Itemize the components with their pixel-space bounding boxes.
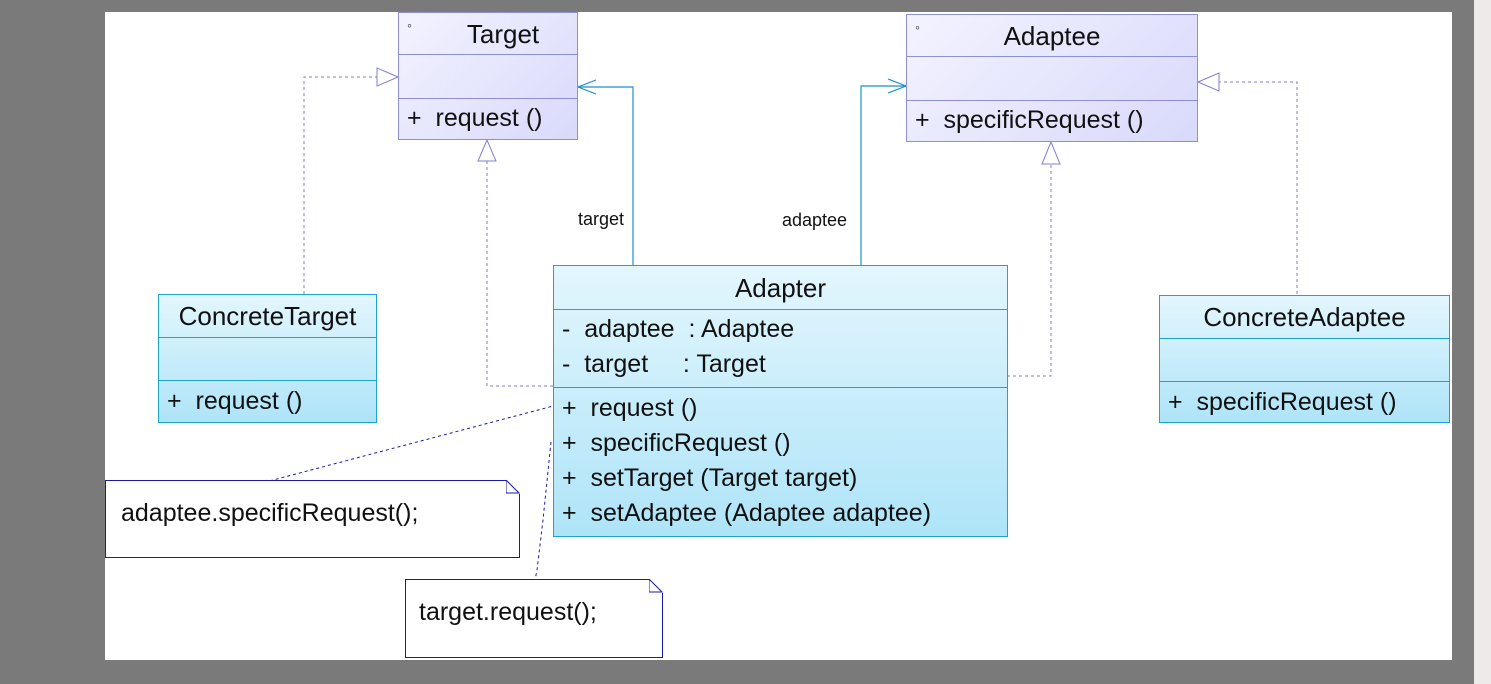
interface-icon: ◦ (407, 17, 412, 33)
operation: + specificRequest () (562, 429, 791, 457)
attribute: - target : Target (562, 350, 766, 378)
class-adapter-header: Adapter (554, 266, 1007, 310)
class-concrete-adaptee: ConcreteAdaptee + specificRequest () (1159, 295, 1450, 423)
note-fold-corner (649, 579, 663, 593)
class-concrete-target-name: ConcreteTarget (178, 301, 357, 331)
note-fold-corner (506, 480, 520, 494)
note-specific-request: target.request(); (405, 579, 663, 658)
realization-adapter-target (486, 161, 553, 387)
class-concrete-adaptee-name: ConcreteAdaptee (1203, 302, 1406, 332)
class-target-attributes (399, 55, 577, 99)
class-adaptee-attributes (907, 57, 1197, 101)
operation: + request () (167, 387, 303, 415)
note-text: adaptee.specificRequest(); (121, 499, 419, 527)
class-concrete-adaptee-operations: + specificRequest () (1160, 382, 1449, 422)
operation: + setTarget (Target target) (562, 464, 858, 492)
interface-icon: ◦ (915, 19, 920, 35)
class-concrete-target: ConcreteTarget + request () (158, 294, 377, 423)
realization-arrowhead (477, 138, 497, 162)
class-adapter-operations: + request () + specificRequest () + setT… (554, 388, 1007, 536)
association-label-adaptee: adaptee (782, 210, 848, 230)
association-arrowhead (576, 79, 597, 95)
realization-arrowhead (376, 67, 400, 87)
class-target-name: Target (466, 19, 540, 49)
class-adaptee: ◦ Adaptee + specificRequest () (906, 14, 1198, 142)
attribute: - adaptee : Adaptee (562, 315, 795, 343)
realization-arrowhead (1196, 72, 1220, 92)
operation: + setAdaptee (Adaptee adaptee) (562, 499, 932, 527)
association-adapter-adaptee (860, 85, 906, 265)
operation: + specificRequest () (915, 106, 1144, 134)
class-adaptee-name: Adaptee (1003, 21, 1101, 51)
association-label-target: target (578, 209, 625, 229)
class-adaptee-operations: + specificRequest () (907, 101, 1197, 141)
class-concrete-adaptee-header: ConcreteAdaptee (1160, 296, 1449, 339)
realization-arrowhead (1041, 140, 1061, 165)
note-request: adaptee.specificRequest(); (105, 480, 520, 558)
note-text: target.request(); (419, 598, 597, 626)
window-edge (1474, 0, 1491, 684)
class-target: ◦ Target + request () (398, 12, 578, 140)
realization-concretetarget-target (303, 76, 379, 294)
class-adapter-name: Adapter (734, 273, 827, 303)
class-concrete-target-header: ConcreteTarget (159, 295, 376, 338)
class-adapter-attributes: - adaptee : Adaptee - target : Target (554, 310, 1007, 388)
operation: + request () (407, 104, 543, 132)
note-anchor-specificrequest (529, 441, 552, 607)
class-concrete-adaptee-attributes (1160, 339, 1449, 382)
operation: + request () (562, 394, 698, 422)
realization-concreteadaptee-adaptee (1219, 81, 1298, 294)
operation: + specificRequest () (1168, 388, 1397, 416)
class-adapter: Adapter - adaptee : Adaptee - target : T… (553, 265, 1008, 537)
class-target-operations: + request () (399, 99, 577, 139)
realization-adapter-adaptee (1007, 164, 1052, 377)
association-adapter-target (578, 86, 634, 265)
class-concrete-target-attributes (159, 338, 376, 381)
class-adaptee-header: ◦ Adaptee (907, 15, 1197, 57)
class-concrete-target-operations: + request () (159, 381, 376, 422)
class-target-header: ◦ Target (399, 13, 577, 55)
